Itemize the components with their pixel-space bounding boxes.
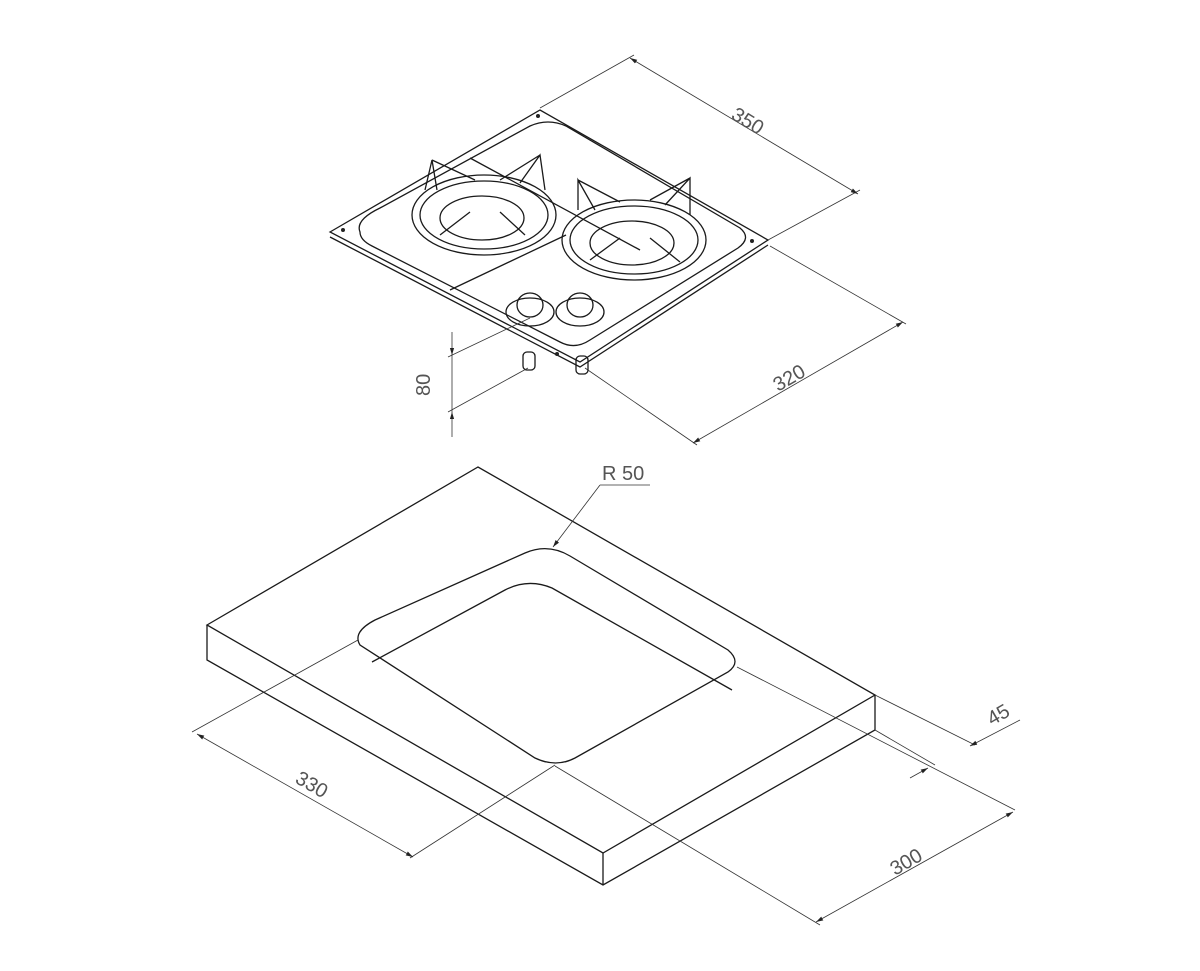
hob-plate <box>328 109 770 363</box>
gas-connectors <box>522 351 589 375</box>
hob-inner-rim <box>358 121 747 347</box>
dimension-label-320: 320 <box>770 361 810 397</box>
worktop-cutout <box>357 548 736 764</box>
worktop <box>205 466 877 886</box>
dimension-80: 80 <box>413 317 531 437</box>
dimension-320: 320 <box>584 245 907 446</box>
dimension-350: 350 <box>539 54 861 241</box>
dimension-label-80: 80 <box>413 374 435 396</box>
dimension-label-r50: R 50 <box>602 463 644 485</box>
dimension-45: 45 <box>874 694 1021 779</box>
dimension-label-330: 330 <box>292 767 332 803</box>
hob <box>328 109 770 375</box>
dimension-300: 300 <box>554 666 1016 926</box>
burner-right <box>561 176 707 281</box>
dimension-330: 330 <box>191 639 556 859</box>
dimension-label-300: 300 <box>887 845 927 881</box>
dimension-label-350: 350 <box>727 103 767 139</box>
burner-left <box>411 153 557 256</box>
control-knobs <box>505 292 605 327</box>
dimension-r50: R 50 <box>552 463 650 548</box>
